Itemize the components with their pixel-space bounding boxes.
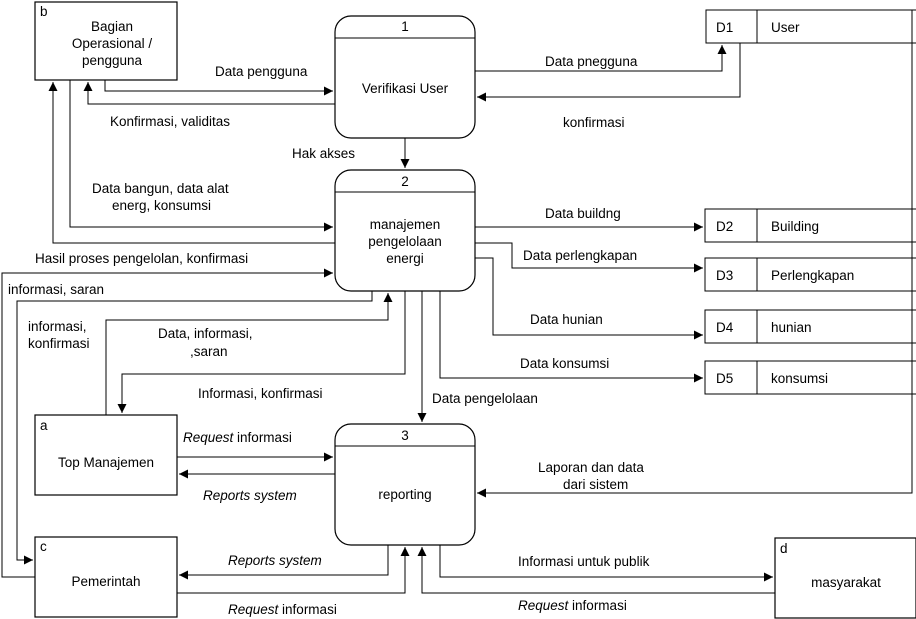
flow-informasi-konfirmasi-pemerintah: informasi, konfirmasi	[16, 291, 373, 565]
flow-data-hunian: Data hunian	[475, 257, 703, 340]
flow-data-building: Data buildng	[475, 206, 703, 232]
svg-text:dari sistem: dari sistem	[563, 477, 628, 492]
flow-data-pengelolaan: Data pengelolaan	[417, 291, 538, 422]
process-manajemen-energi[interactable]: 2 manajemen pengelolaan energi	[334, 169, 476, 292]
process-label: reporting	[378, 487, 431, 502]
datastore-name: konsumsi	[771, 371, 828, 386]
process-number: 2	[401, 174, 409, 189]
flow-hak-akses: Hak akses	[292, 138, 410, 168]
entity-bagian-operasional[interactable]: b Bagian Operasional / pengguna	[34, 1, 178, 81]
datastore-id: D3	[716, 268, 733, 283]
entity-label: pengguna	[82, 53, 143, 68]
svg-text:Request informasi: Request informasi	[183, 430, 292, 445]
entity-masyarakat[interactable]: d masyarakat	[774, 537, 916, 619]
svg-text:Reports system: Reports system	[228, 553, 322, 568]
entity-label: Bagian	[91, 19, 133, 34]
svg-text:energ, konsumsi: energ, konsumsi	[112, 198, 211, 213]
process-label: manajemen	[370, 217, 441, 232]
datastore-name: Building	[771, 219, 819, 234]
process-label: pengelolaan	[368, 234, 442, 249]
svg-text:informasi, saran: informasi, saran	[8, 282, 104, 297]
flow-data-konsumsi: Data konsumsi	[439, 291, 703, 383]
flow-informasi-untuk-publik: Informasi untuk publik	[439, 545, 773, 582]
entity-id: d	[780, 541, 788, 556]
process-number: 3	[401, 428, 409, 443]
datastore-d5-konsumsi[interactable]: D5 konsumsi	[704, 360, 916, 395]
svg-text:Request informasi: Request informasi	[228, 602, 337, 617]
process-label: Verifikasi User	[362, 81, 449, 96]
process-reporting[interactable]: 3 reporting	[334, 423, 476, 546]
process-label: energi	[386, 251, 424, 266]
svg-text:Informasi untuk publik: Informasi untuk publik	[518, 554, 650, 569]
svg-text:Data perlengkapan: Data perlengkapan	[523, 248, 637, 263]
entity-id: b	[40, 4, 48, 19]
svg-text:Data pengguna: Data pengguna	[215, 64, 308, 79]
datastore-d3-perlengkapan[interactable]: D3 Perlengkapan	[704, 257, 916, 292]
flow-data-bangun: Data bangun, data alat energ, konsumsi	[69, 80, 333, 232]
flow-reports-system-top: Reports system	[179, 469, 335, 503]
svg-text:informasi,: informasi,	[28, 319, 87, 334]
svg-text:,saran: ,saran	[190, 344, 228, 359]
flow-request-informasi-top: Request informasi	[177, 430, 333, 462]
flow-data-pengguna: Data pengguna	[104, 64, 333, 96]
datastore-name: User	[771, 20, 800, 35]
entity-top-manajemen[interactable]: a Top Manajemen	[34, 414, 178, 496]
svg-text:Data pnegguna: Data pnegguna	[545, 54, 638, 69]
svg-text:Data hunian: Data hunian	[530, 312, 603, 327]
process-verifikasi-user[interactable]: 1 Verifikasi User	[334, 15, 476, 139]
datastore-id: D2	[716, 219, 733, 234]
svg-text:Hasil proses pengelolan, konfi: Hasil proses pengelolan, konfirmasi	[35, 251, 248, 266]
svg-text:Reports system: Reports system	[203, 488, 297, 503]
flow-laporan-dan-data: Laporan dan data dari sistem	[477, 10, 913, 498]
svg-text:Laporan dan data: Laporan dan data	[538, 460, 644, 475]
svg-text:Informasi, konfirmasi: Informasi, konfirmasi	[198, 386, 323, 401]
entity-label: Operasional /	[72, 36, 153, 51]
process-number: 1	[401, 19, 409, 34]
svg-text:Data buildng: Data buildng	[545, 206, 621, 221]
svg-text:Data, informasi,: Data, informasi,	[158, 326, 253, 341]
flow-data-pnegguna: Data pnegguna	[475, 45, 727, 72]
svg-text:Hak akses: Hak akses	[292, 146, 355, 161]
flow-informasi-saran: informasi, saran	[1, 268, 333, 578]
datastore-d4-hunian[interactable]: D4 hunian	[704, 309, 916, 344]
svg-text:konfirmasi: konfirmasi	[28, 336, 90, 351]
datastore-id: D1	[716, 20, 733, 35]
flow-informasi-konfirmasi: Informasi, konfirmasi	[117, 291, 406, 413]
entity-label: masyarakat	[811, 575, 881, 590]
entity-id: a	[40, 418, 48, 433]
flow-hasil-proses: Hasil proses pengelolan, konfirmasi	[35, 82, 335, 266]
entity-label: Pemerintah	[71, 574, 140, 589]
flow-data-informasi-saran: Data, informasi, ,saran	[105, 293, 393, 415]
flow-konfirmasi-validitas: Konfirmasi, validitas	[83, 82, 335, 129]
datastore-name: hunian	[771, 320, 812, 335]
svg-text:Request informasi: Request informasi	[518, 598, 627, 613]
flow-request-informasi-pemerintah: Request informasi	[177, 547, 410, 617]
entity-label: Top Manajemen	[58, 455, 154, 470]
svg-text:Konfirmasi, validitas: Konfirmasi, validitas	[110, 114, 230, 129]
flow-reports-system-pemerintah: Reports system	[179, 545, 389, 580]
datastore-d1-user[interactable]: D1 User	[705, 9, 916, 44]
entity-id: c	[40, 539, 47, 554]
datastore-name: Perlengkapan	[771, 268, 854, 283]
datastore-id: D4	[716, 320, 734, 335]
svg-text:Data pengelolaan: Data pengelolaan	[432, 391, 538, 406]
svg-text:Data konsumsi: Data konsumsi	[520, 356, 609, 371]
flow-request-informasi-masyarakat: Request informasi	[417, 547, 775, 613]
datastore-id: D5	[716, 371, 733, 386]
svg-text:konfirmasi: konfirmasi	[563, 115, 625, 130]
datastore-d2-building[interactable]: D2 Building	[704, 208, 916, 243]
entity-pemerintah[interactable]: c Pemerintah	[34, 536, 178, 618]
flow-data-perlengkapan: Data perlengkapan	[475, 242, 703, 273]
flow-konfirmasi: konfirmasi	[477, 43, 741, 130]
svg-text:Data bangun, data alat: Data bangun, data alat	[92, 181, 229, 196]
